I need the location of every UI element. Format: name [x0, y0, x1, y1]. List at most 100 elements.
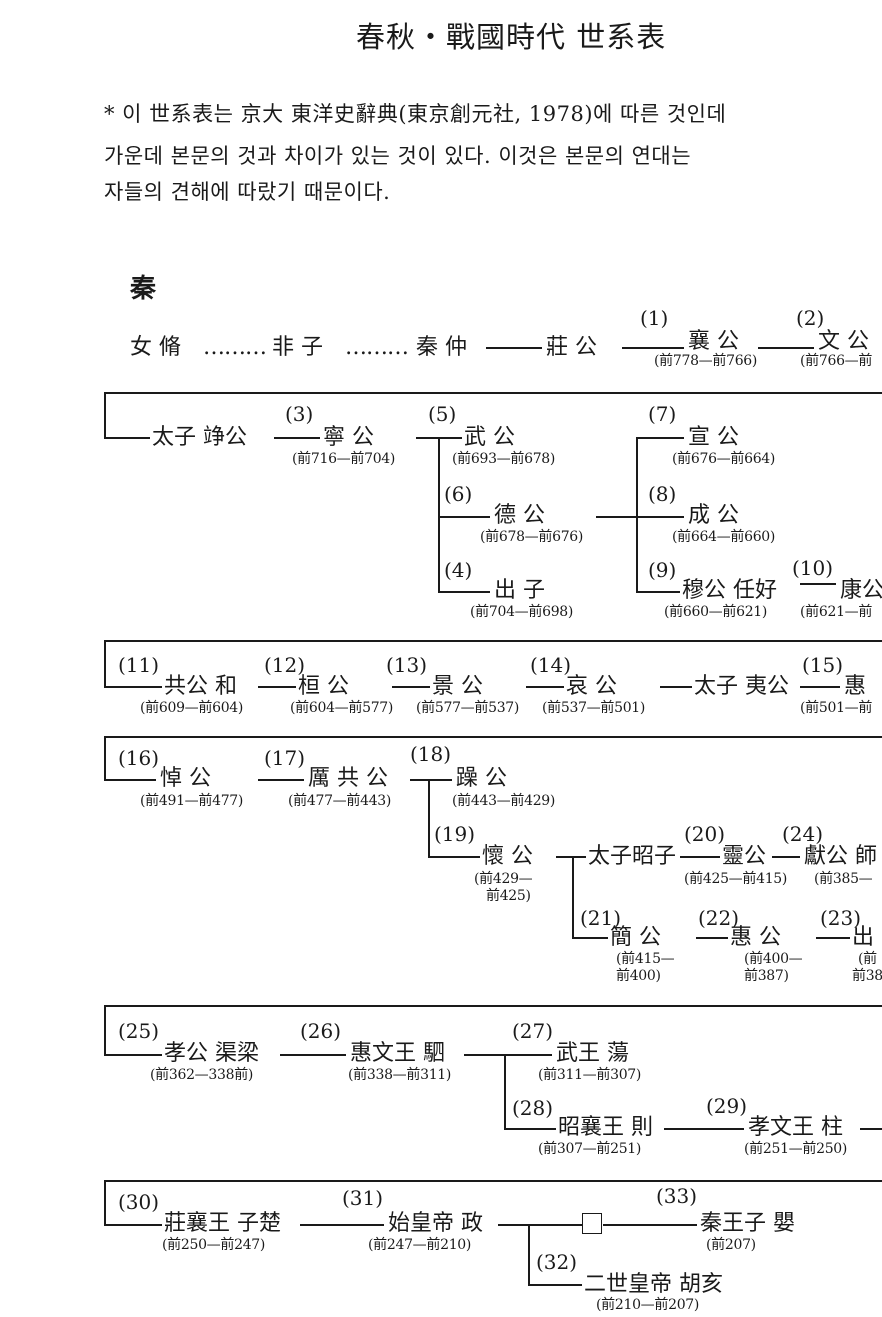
- ruler-name: 獻公 師: [804, 844, 877, 869]
- branch-vertical: [438, 437, 440, 592]
- ruler-name: 躁 公: [456, 766, 507, 791]
- ellipsis-dots: ………: [203, 335, 267, 360]
- ruler-number: (24): [782, 822, 824, 846]
- connector-line: [104, 1224, 162, 1226]
- ruler-name: 始皇帝 政: [388, 1211, 483, 1236]
- reign-dates: (前778—前766): [654, 353, 758, 369]
- reign-dates: (前704—前698): [470, 604, 574, 620]
- reign-dates: (前676—前664): [672, 451, 776, 467]
- ruler-name: 孝文王 柱: [748, 1115, 843, 1140]
- reign-dates: (前425—前415): [684, 871, 788, 887]
- connector-line: [622, 347, 684, 349]
- ruler-name: 出 子: [494, 578, 545, 603]
- connector-line: [428, 779, 452, 781]
- ellipsis-dots: ………: [345, 335, 409, 360]
- reign-dates: (前443—前429): [452, 793, 556, 809]
- ruler-number: (18): [410, 742, 452, 766]
- ruler-number: (21): [580, 906, 622, 930]
- ruler-name: 惠 公: [730, 925, 781, 950]
- ruler-name: 武 公: [464, 425, 515, 450]
- reign-dates: (前400—: [744, 951, 803, 967]
- ruler-number: (11): [118, 653, 160, 677]
- connector-line: [392, 686, 430, 688]
- ruler-name: 共公 和: [164, 674, 237, 699]
- row-separator: [104, 640, 882, 642]
- connector-line: [696, 937, 728, 939]
- reign-dates: (前338—前311): [348, 1067, 452, 1083]
- reign-dates: (前311—前307): [538, 1067, 642, 1083]
- ruler-number: (4): [444, 558, 473, 582]
- connector-line: [280, 1054, 346, 1056]
- connector-line: [636, 437, 684, 439]
- ruler-name: 惠: [844, 674, 867, 699]
- connector-line: [664, 1128, 744, 1130]
- connector-line: [104, 1054, 162, 1056]
- ruler-name: 簡 公: [610, 925, 661, 950]
- branch-vertical: [572, 856, 574, 938]
- ruler-name: 孝公 渠梁: [164, 1041, 259, 1066]
- ancestor-taizi-jinggong: 太子 竫公: [152, 425, 247, 450]
- ruler-number: (30): [118, 1190, 160, 1214]
- connector-line: [438, 591, 490, 593]
- ruler-name: 桓 公: [298, 674, 349, 699]
- ruler-number: (16): [118, 746, 160, 770]
- ruler-name: 懷 公: [482, 844, 533, 869]
- connector-line: [758, 347, 814, 349]
- ruler-number: (31): [342, 1186, 384, 1210]
- ancestor-zhuanggong: 莊 公: [546, 335, 597, 360]
- ruler-number: (29): [706, 1094, 748, 1118]
- ruler-name: 昭襄王 則: [558, 1115, 653, 1140]
- ruler-number: (9): [648, 558, 677, 582]
- note-line-1: * 이 世系表는 京大 東洋史辭典(東京創元社, 1978)에 따른 것인데: [104, 102, 727, 126]
- connector-line: [556, 856, 586, 858]
- reign-dates: (前362—338前): [150, 1067, 254, 1083]
- reign-dates: 前387): [744, 968, 789, 984]
- connector-line: [438, 516, 490, 518]
- branch-vertical: [428, 779, 430, 857]
- ruler-name: 襄 公: [688, 329, 739, 354]
- ruler-name: 厲 共 公: [308, 766, 388, 791]
- connector-line: [416, 437, 438, 439]
- ruler-name: 靈公: [722, 844, 767, 869]
- ruler-number: (17): [264, 746, 306, 770]
- row-separator: [104, 1005, 882, 1007]
- reign-dates: (前501—前: [800, 700, 873, 716]
- connector-line: [772, 856, 800, 858]
- connector-line: [104, 779, 156, 781]
- reign-dates: (前477—前443): [288, 793, 392, 809]
- reign-dates: 前38: [852, 968, 882, 984]
- ruler-name: 德 公: [494, 503, 545, 528]
- ruler-number: (15): [802, 653, 844, 677]
- connector-line: [104, 686, 162, 688]
- connector-line: [464, 1054, 504, 1056]
- row-bracket: [104, 1005, 106, 1055]
- branch-vertical: [636, 437, 638, 592]
- row-separator: [104, 736, 882, 738]
- ruler-number: (33): [656, 1184, 698, 1208]
- reign-dates: (前716—前704): [292, 451, 396, 467]
- ruler-name: 悼 公: [160, 766, 211, 791]
- ancestor-qinzhong: 秦 仲: [416, 335, 467, 360]
- ruler-number: (32): [536, 1250, 578, 1274]
- connector-line: [486, 347, 542, 349]
- connector-line: [410, 779, 428, 781]
- ruler-number: (8): [648, 482, 677, 506]
- connector-line: [438, 437, 462, 439]
- ruler-name: 惠文王 駟: [350, 1041, 445, 1066]
- ruler-number: (1): [640, 306, 669, 330]
- ruler-number: (28): [512, 1096, 554, 1120]
- reign-dates: (前491—前477): [140, 793, 244, 809]
- ruler-name: 文 公: [818, 329, 869, 354]
- row-bracket: [104, 640, 106, 687]
- section-label-qin: 秦: [130, 274, 157, 304]
- ruler-number: (12): [264, 653, 306, 677]
- connector-line: [504, 1128, 556, 1130]
- connector-line: [428, 856, 480, 858]
- ancestor-taizi-yigong: 太子 夷公: [694, 674, 789, 699]
- ancestor-taizi-zhaozi: 太子昭子: [588, 844, 677, 869]
- connector-line: [603, 1224, 697, 1226]
- reign-dates: (前307—前251): [538, 1141, 642, 1157]
- page-title: 春秋・戰國時代 世系表: [356, 20, 667, 54]
- reign-dates: (前604—前577): [290, 700, 394, 716]
- row-separator: [104, 1180, 882, 1182]
